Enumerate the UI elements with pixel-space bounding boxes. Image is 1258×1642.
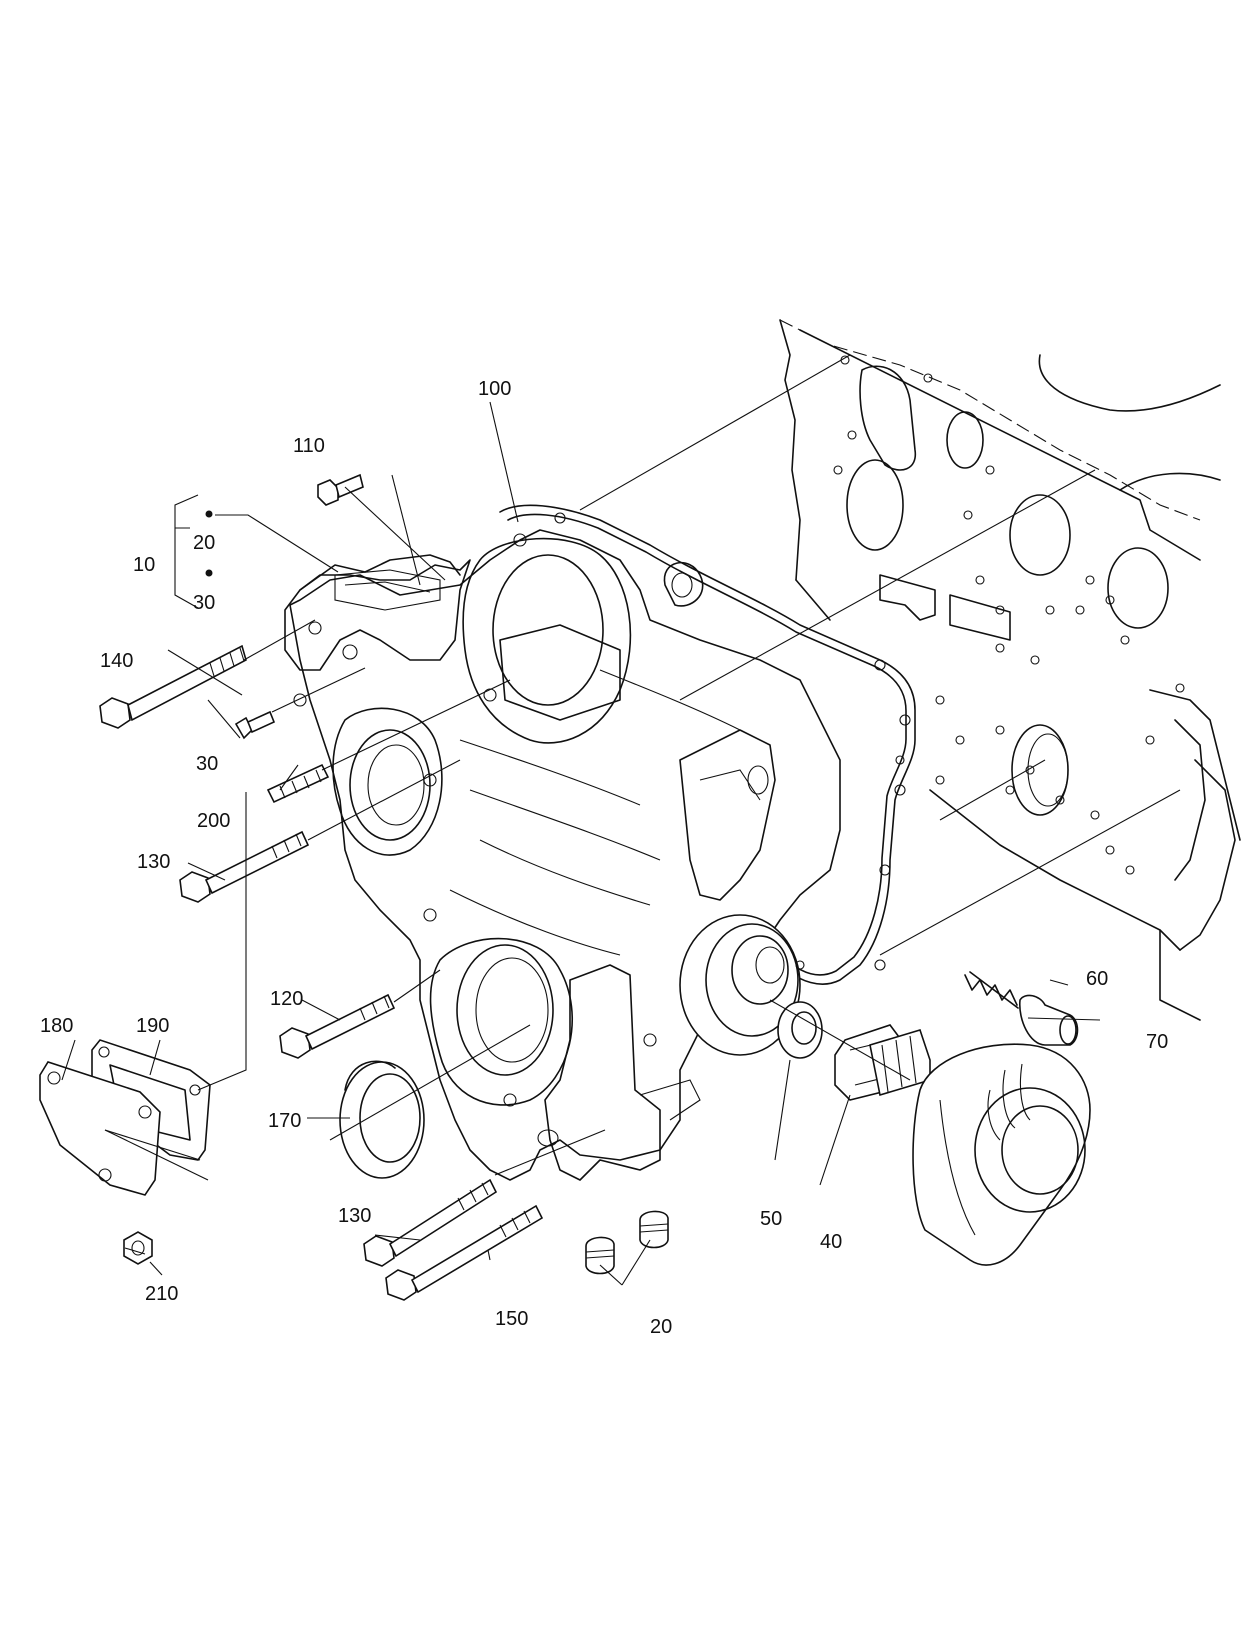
flange-nut — [123, 1231, 153, 1265]
pin-30 — [234, 710, 276, 740]
oil-filter-cartridge — [912, 1043, 1091, 1266]
callout-120: 120 — [270, 988, 303, 1010]
callout-200: 200 — [197, 810, 230, 832]
filter-gasket — [777, 1001, 823, 1059]
leader-lines — [61, 354, 1181, 1286]
bolt-130-lower — [363, 1178, 498, 1267]
oil-seal — [339, 1060, 425, 1179]
timing-gear-cover — [284, 529, 841, 1181]
callout-40: 40 — [820, 1231, 842, 1253]
callout-110: 110 — [293, 435, 325, 457]
block-bolt-holes — [833, 355, 1185, 875]
front-cover-gasket — [499, 504, 916, 985]
callout-10: 10 — [133, 554, 155, 576]
filter-adaptor-plate — [679, 914, 805, 1056]
bolt-140 — [99, 644, 247, 729]
callout-30-pin-visible: 30 — [196, 753, 218, 775]
callout-140: 140 — [100, 650, 133, 672]
callout-60: 60 — [1086, 968, 1108, 990]
callout-100: 100 — [478, 378, 511, 400]
stud-200 — [266, 763, 330, 804]
relief-valve-spring — [964, 971, 1019, 1009]
callout-150: 150 — [495, 1308, 528, 1330]
plugs-20 — [585, 1210, 669, 1275]
filter-nipple — [834, 1024, 931, 1101]
callout-20-kit: 20 — [193, 532, 215, 554]
kit-bullet-20 — [205, 510, 213, 518]
bolt-150 — [385, 1204, 544, 1301]
bolt-110 — [317, 473, 364, 506]
cover-gasket — [39, 1061, 161, 1196]
engine-block — [779, 319, 1241, 1021]
kit-bullet-30 — [205, 569, 213, 577]
bolt-130-upper — [179, 830, 310, 903]
callout-210: 210 — [145, 1283, 178, 1305]
callout-130-lower: 130 — [338, 1205, 371, 1227]
callout-130-upper: 130 — [137, 851, 170, 873]
callout-50: 50 — [760, 1208, 782, 1230]
callout-20: 20 — [650, 1316, 672, 1338]
bolt-120 — [279, 993, 396, 1059]
relief-valve-plug — [1019, 994, 1079, 1046]
callout-170: 170 — [268, 1110, 301, 1132]
callout-190: 190 — [136, 1015, 169, 1037]
callout-180: 180 — [40, 1015, 73, 1037]
callout-70: 70 — [1146, 1031, 1168, 1053]
callout-labels: 100 110 20 10 30 140 200 30 130 120 180 … — [40, 378, 1168, 1338]
callout-30-kit: 30 — [193, 592, 215, 614]
